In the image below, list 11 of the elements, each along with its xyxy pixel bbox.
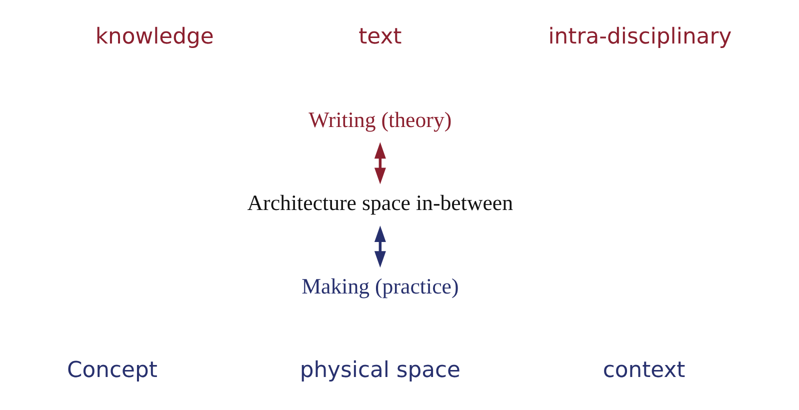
node-text: Writing (theory) [308,108,452,132]
node-text: Architecture space in-between [246,191,513,216]
label: physical space [299,358,460,383]
label: knowledge [94,24,214,50]
label: Concept [66,358,157,383]
label: intra-disciplinary [548,24,732,50]
label: context [602,358,685,383]
arrow [374,226,386,268]
node-text: Making (practice) [301,274,458,299]
arrow [374,142,386,184]
label: text [358,24,402,50]
